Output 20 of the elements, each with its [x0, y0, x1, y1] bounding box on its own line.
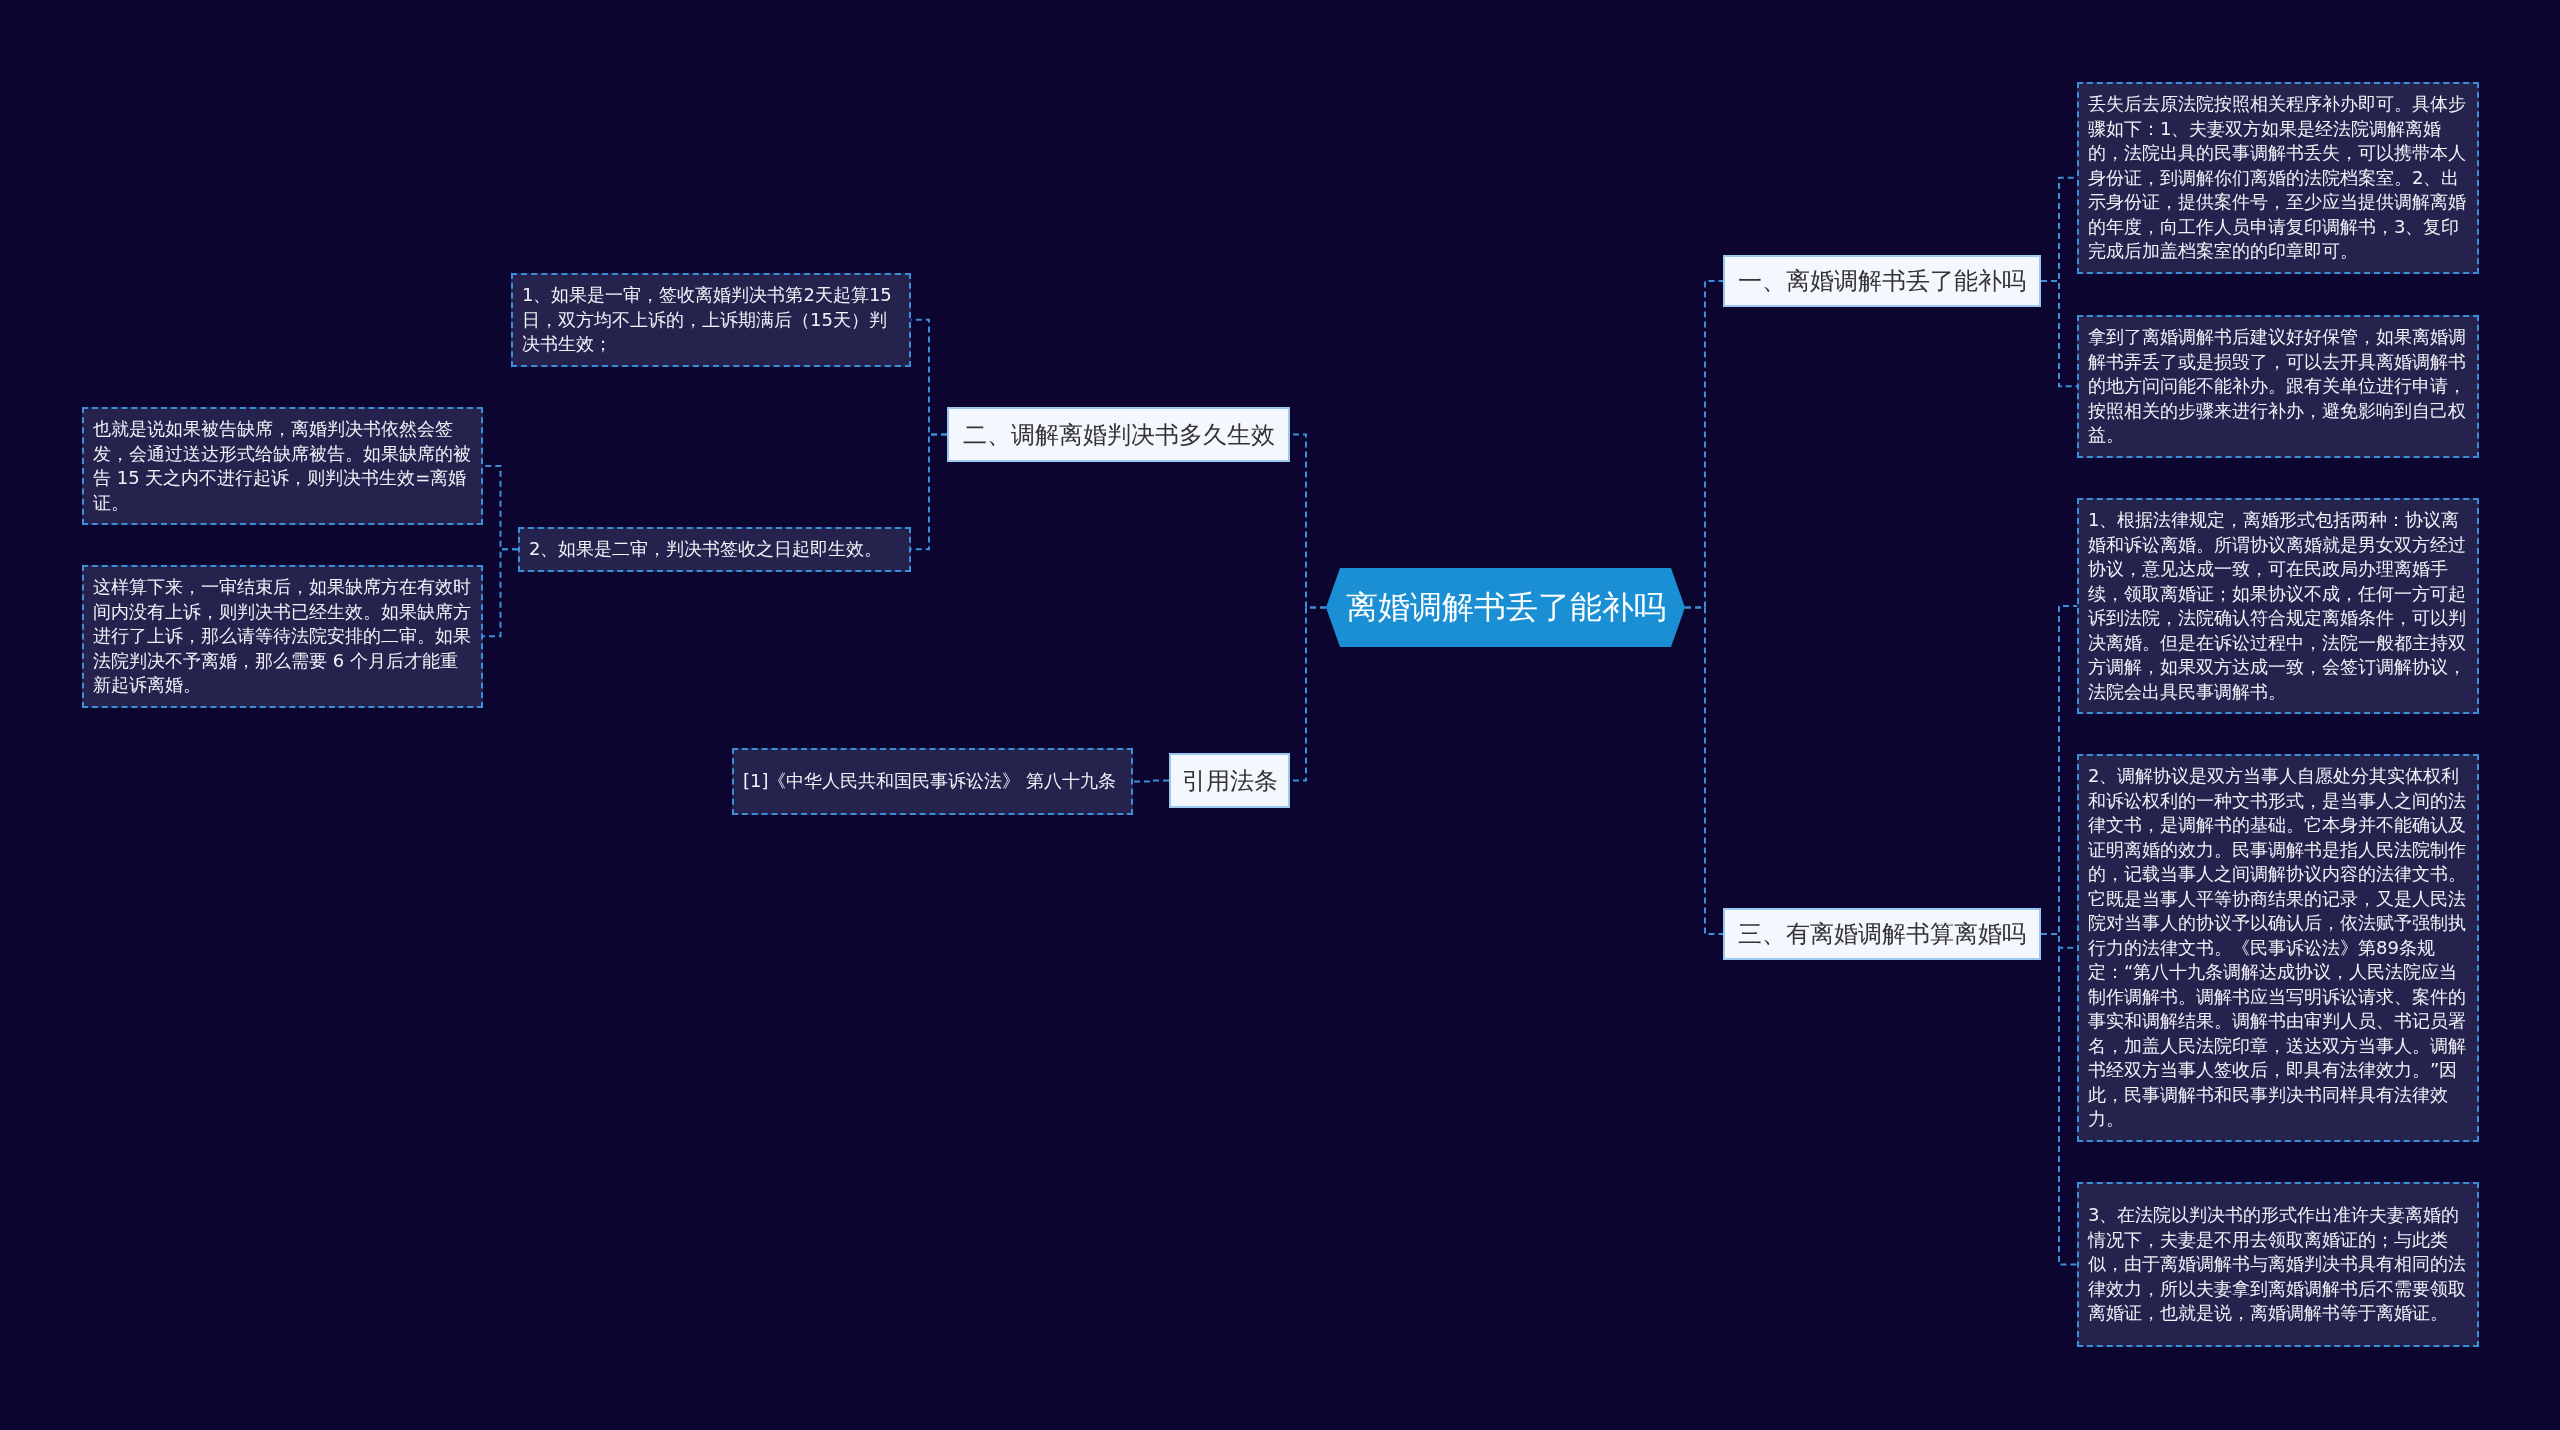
note-box: 3、在法院以判决书的形式作出准许夫妻离婚的情况下，夫妻是不用去领取离婚证的；与此类似，由于离婚调解书与离婚判决书具有相同的法律效力，所以夫妻拿到离婚调解书后不需要领取离婚证，也就是说，离婚调解书等于离婚证。 [2077, 1182, 2479, 1347]
note-box: [1]《中华人民共和国民事诉讼法》 第八十九条 [732, 748, 1133, 815]
topic-box: 一、离婚调解书丢了能补吗 [1723, 255, 2041, 307]
note-box: 2、调解协议是双方当事人自愿处分其实体权利和诉讼权利的一种文书形式，是当事人之间的法律文书，是调解书的基础。它本身并不能确认及证明离婚的效力。民事调解书是指人民法院制作的，记载当事人之间调解协议内容的法律文书。它既是当事人平等协商结果的记录，又是人民法院对当事人的协议予以确认后，依法赋予强制执行力的法律文书。《民事诉讼法》第89条规定：“第八十九条调解达成协议，人民法院应当制作调解书。调解书应当写明诉讼请求、案件的事实和调解结果。调解书由审判人员、书记员署名，加盖人民法院印章，送达双方当事人。调解书经双方当事人签收后，即具有法律效力。”因此，民事调解书和民事判决书同样具有法律效力。 [2077, 754, 2479, 1142]
connector-line [2040, 933, 2078, 1266]
note-box: 也就是说如果被告缺席，离婚判决书依然会签发，会通过送达形式给缺席被告。如果缺席的被告 15 天之内不进行起诉，则判决书生效=离婚证。 [82, 407, 483, 525]
central-topic: 离婚调解书丢了能补吗 [1326, 568, 1685, 647]
connector-line [482, 548, 519, 638]
note-box: 2、如果是二审，判决书签收之日起即生效。 [518, 527, 911, 572]
connector-line [2040, 280, 2078, 388]
connector-line [1132, 779, 1170, 783]
note-box: 1、如果是一审，签收离婚判决书第2天起算15日，双方均不上诉的，上诉期满后（15天）判决书生效； [511, 273, 911, 367]
topic-box: 二、调解离婚判决书多久生效 [947, 407, 1290, 462]
note-box: 1、根据法律规定，离婚形式包括两种：协议离婚和诉讼离婚。所谓协议离婚就是男女双方经过协议，意见达成一致，可在民政局办理离婚手续，领取离婚证；如果协议不成，任何一方可起诉到法院，法院确认符合规定离婚条件，可以判决离婚。但是在诉讼过程中，法院一般都主持双方调解，如果双方达成一致，会签订调解协议，法院会出具民事调解书。 [2077, 498, 2479, 714]
note-box: 拿到了离婚调解书后建议好好保管，如果离婚调解书弄丢了或是损毁了，可以去开具离婚调解书的地方问问能不能补办。跟有关单位进行申请，按照相关的步骤来进行补办，避免影响到自己权益。 [2077, 315, 2479, 458]
topic-box: 三、有离婚调解书算离婚吗 [1723, 908, 2041, 960]
note-box: 丢失后去原法院按照相关程序补办即可。具体步骤如下：1、夫妻双方如果是经法院调解离婚的，法院出具的民事调解书丢失，可以携带本人身份证，到调解你们离婚的法院档案室。2、出示身份证，提供案件号，至少应当提供调解离婚的年度，向工作人员申请复印调解书，3、复印完成后加盖档案室的的印章即可。 [2077, 82, 2479, 274]
connector-line [1684, 606, 1724, 935]
topic-box: 引用法条 [1169, 753, 1290, 808]
note-box: 这样算下来，一审结束后，如果缺席方在有效时间内没有上诉，则判决书已经生效。如果缺席方进行了上诉，那么请等待法院安排的二审。如果法院判决不予离婚，那么需要 6 个月后才能重新起诉离婚。 [82, 565, 483, 708]
